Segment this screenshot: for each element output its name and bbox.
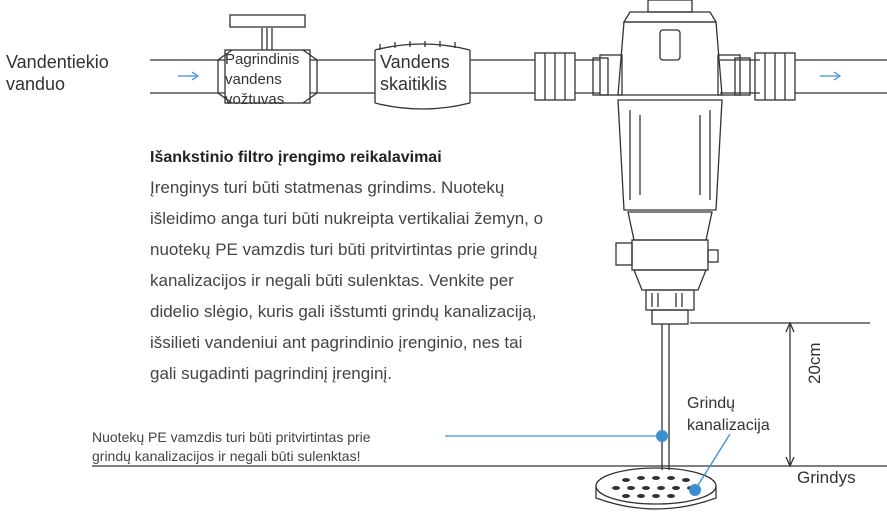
note-dot: [656, 430, 668, 442]
height-dimension: [690, 321, 870, 468]
requirements-body: Įrenginys turi būti statmenas grindims. …: [150, 172, 590, 389]
floor-label: Grindys: [797, 468, 856, 487]
water-meter: [374, 41, 471, 110]
requirements-line: išsilieti vandeniui ant pagrindinio įren…: [150, 333, 523, 352]
requirements-line: išleidimo anga turi būti nukreipta verti…: [150, 209, 544, 228]
valve-label: Pagrindinis vandens vožtuvas: [225, 50, 299, 110]
drain-holes: [612, 476, 695, 498]
valve-label-line2: vandens: [225, 71, 282, 88]
requirements-line: didelio slėgio, kuris gali išstumti grin…: [150, 302, 537, 321]
floor-drain: [595, 467, 717, 510]
drain-note-line1: Nuotekų PE vamzdis turi būti pritvirtint…: [92, 429, 371, 445]
flow-arrow-in: [178, 71, 200, 81]
height-label: 20cm: [805, 342, 824, 384]
drain-note: Nuotekų PE vamzdis turi būti pritvirtint…: [92, 428, 371, 466]
main-valve: [217, 14, 318, 104]
requirements-title: Išankstinio filtro įrengimo reikalavimai: [150, 149, 442, 166]
requirements-line: kanalizacijos ir negali būti sulenktas. …: [150, 271, 514, 290]
floor-drain-label: Grindų kanalizacija: [687, 393, 770, 437]
meter-label-line1: Vandens: [380, 52, 450, 72]
valve-label-line3: vožtuvas: [225, 91, 285, 108]
drain-leader: [694, 433, 731, 491]
floor-drain-label-line2: kanalizacija: [687, 417, 770, 434]
drain-dot: [689, 484, 701, 496]
inlet-label-line2: vanduo: [6, 74, 66, 94]
floor-drain-label-line1: Grindų: [687, 395, 736, 412]
flow-arrow-out: [820, 71, 842, 81]
requirements-line: nuotekų PE vamzdis turi būti pritvirtint…: [150, 240, 538, 259]
valve-label-line1: Pagrindinis: [225, 51, 300, 68]
main-pipe: [150, 59, 887, 94]
requirements-line: Įrenginys turi būti statmenas grindims. …: [150, 178, 505, 197]
inlet-label: Vandentiekio vanduo: [6, 51, 109, 95]
filter-unit: [599, 0, 741, 325]
requirements-line: gali sugadinti pagrindinį įrenginį.: [150, 364, 392, 383]
meter-label: Vandens skaitiklis: [380, 51, 450, 95]
inlet-label-line1: Vandentiekio: [6, 52, 109, 72]
meter-label-line2: skaitiklis: [380, 74, 448, 94]
union-right: [734, 52, 796, 101]
drain-hose: [661, 324, 670, 470]
drain-note-line2: grindų kanalizacijos ir negali būti sule…: [92, 448, 361, 464]
